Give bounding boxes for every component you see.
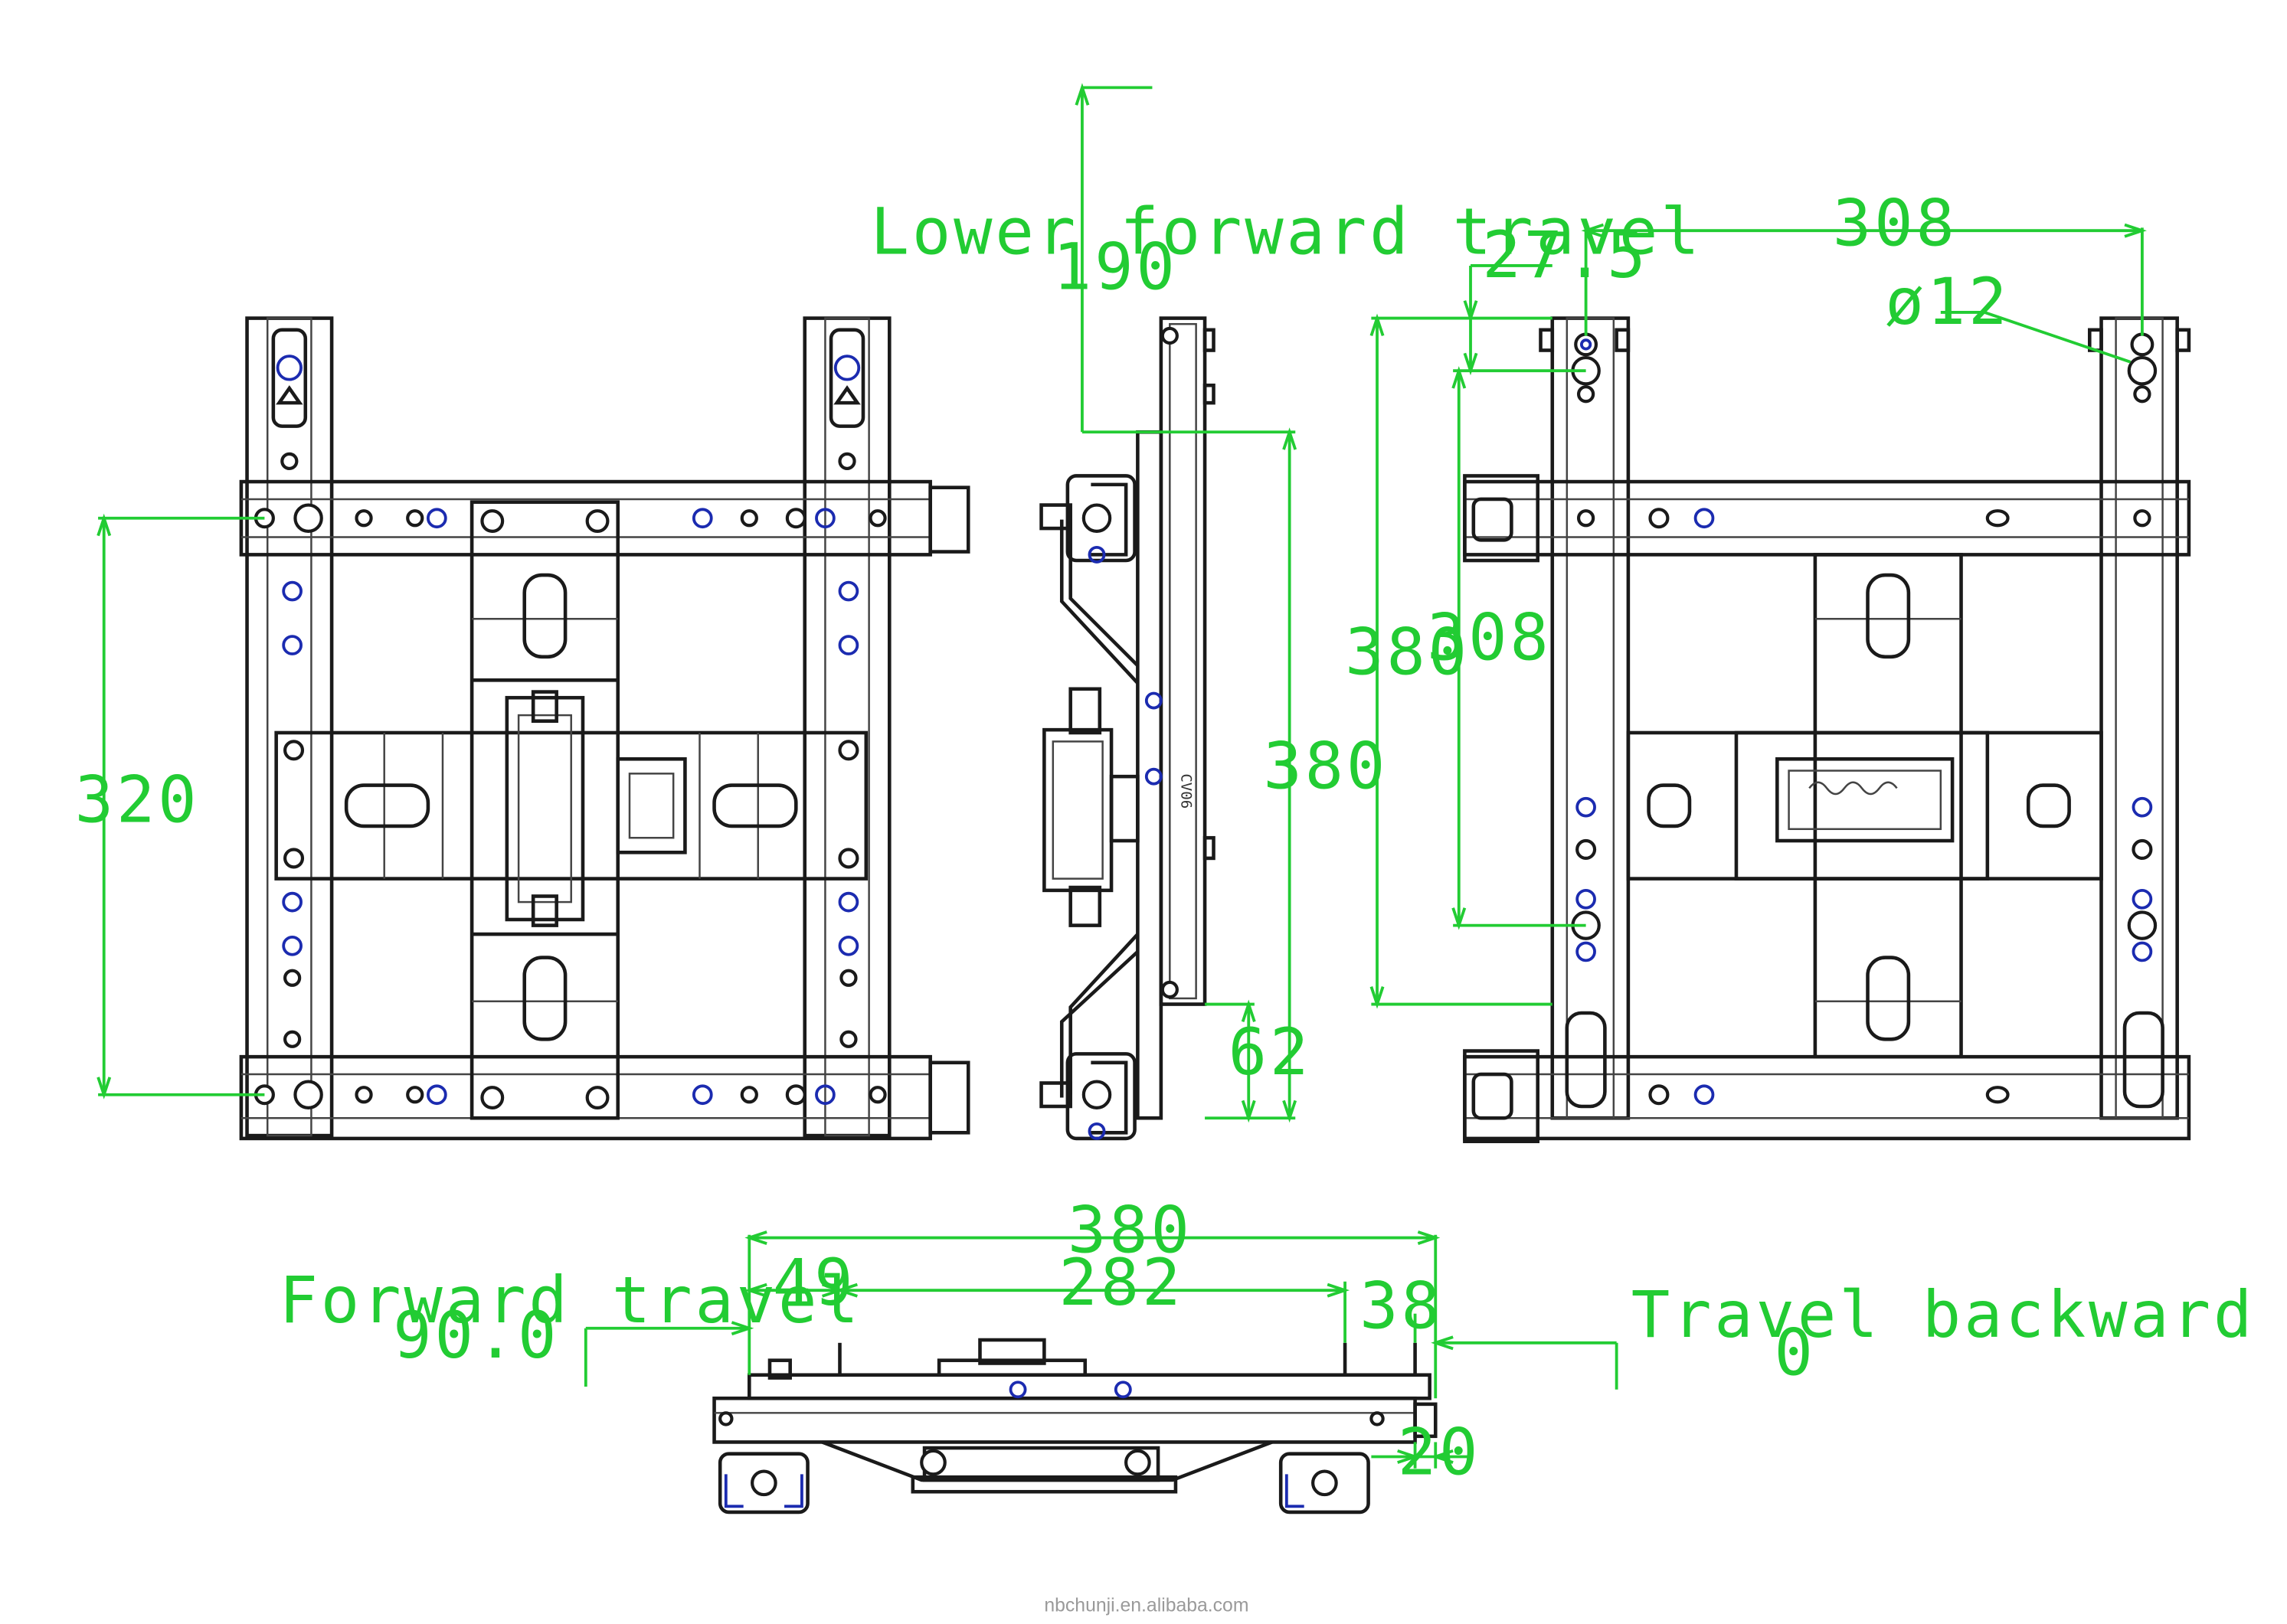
side-part-mark: CV06 <box>1178 773 1195 809</box>
front-view <box>239 316 970 1141</box>
bottom-dimensions: 380 49 282 38 Forward travel 90.0 Travel… <box>279 1193 2256 1490</box>
travel-backward-value: 0 <box>1775 1315 1816 1390</box>
front-dimensions: 320 <box>75 513 265 1100</box>
rear-top-crossbar <box>1463 479 2191 557</box>
forward-travel-value: 90.0 <box>393 1298 559 1373</box>
forward-travel-label: Forward travel <box>279 1263 861 1338</box>
bottom-dim-20: 20 <box>1398 1414 1481 1489</box>
rear-dim-diameter: ø12 <box>1885 264 2010 339</box>
front-right-rail <box>803 316 892 1138</box>
bottom-dim-49: 49 <box>773 1245 856 1320</box>
rear-dim-380: 380 <box>1345 615 1470 690</box>
travel-backward-label: Travel backward <box>1631 1277 2256 1352</box>
bottom-dim-380: 380 <box>1068 1193 1193 1268</box>
rear-left-rail <box>1550 316 1631 1120</box>
bottom-dim-38: 38 <box>1359 1269 1443 1344</box>
lower-forward-travel-value: 190 <box>1053 229 1178 304</box>
side-dim-380: 380 <box>1263 728 1388 803</box>
side-view: CV06 <box>1039 316 1215 1141</box>
rear-view <box>1463 316 2191 1144</box>
rear-bottom-crossbar <box>1463 1054 2191 1141</box>
bottom-view <box>712 1338 1438 1515</box>
bottom-dim-282: 282 <box>1058 1245 1183 1320</box>
dim-320: 320 <box>75 762 200 837</box>
rear-dim-27-5: 27.5 <box>1482 217 1648 292</box>
side-main-plate <box>1159 316 1207 1006</box>
rear-dim-308-side: 308 <box>1427 600 1552 675</box>
front-left-rail <box>245 316 334 1138</box>
side-dimensions: Lower forward travel 190 380 62 <box>871 83 1703 1123</box>
rear-right-rail <box>2099 316 2179 1120</box>
side-dim-62: 62 <box>1229 1015 1312 1090</box>
bottom-left-clip <box>718 1452 810 1515</box>
rear-dim-308-top: 308 <box>1833 185 1958 260</box>
lower-forward-travel-label: Lower forward travel <box>871 194 1703 270</box>
bottom-right-clip <box>1278 1452 1370 1515</box>
front-top-crossbar <box>239 479 932 557</box>
bottom-main-beam <box>712 1396 1417 1444</box>
rear-dimensions: 308 27.5 ø12 380 308 <box>1345 185 2147 1009</box>
front-center-plate <box>470 500 620 1120</box>
watermark: nbchunji.en.alibaba.com <box>1044 1596 1248 1616</box>
